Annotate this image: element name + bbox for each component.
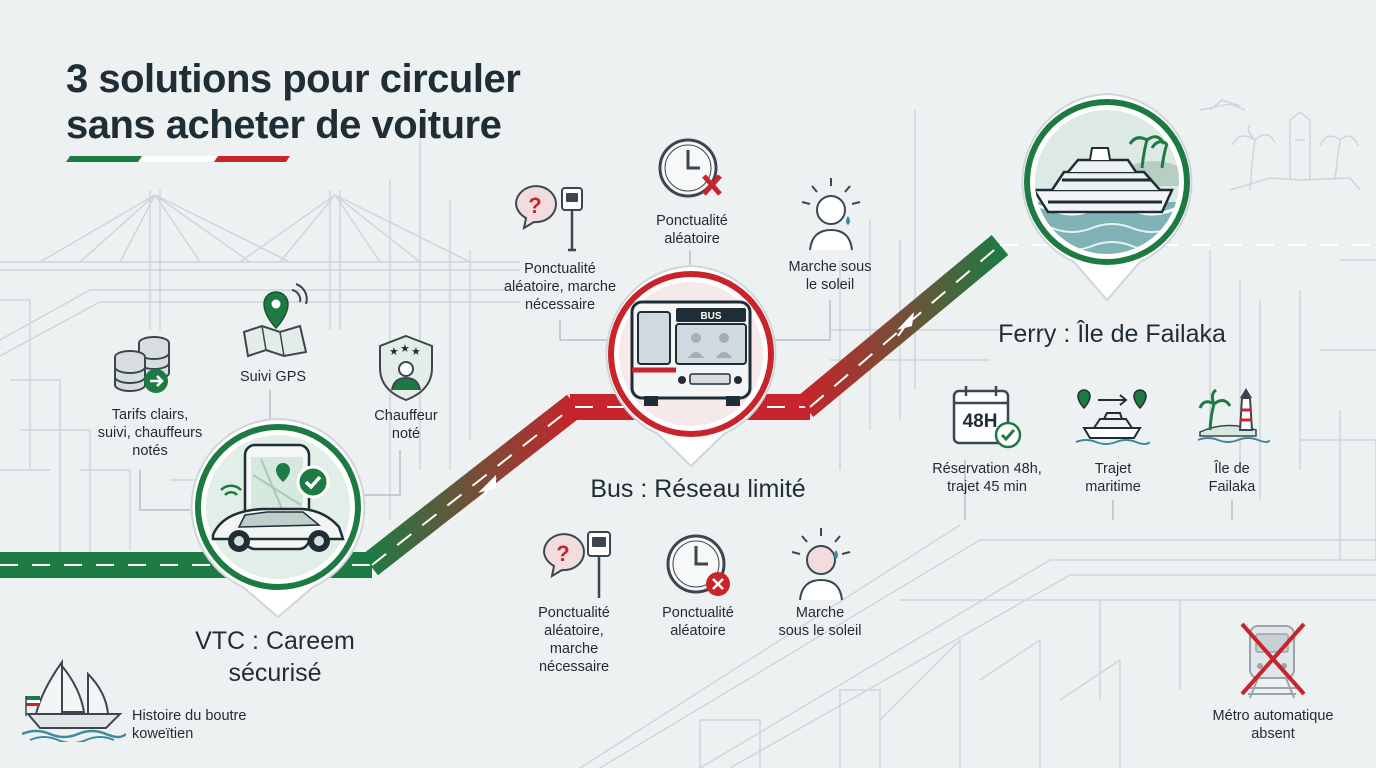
bus-badge-text: BUS bbox=[700, 311, 721, 322]
island-lighthouse-icon bbox=[1197, 388, 1270, 443]
title-line-1: 3 solutions pour circuler bbox=[66, 57, 521, 101]
metro-label: Métro automatique absent bbox=[1188, 707, 1358, 743]
vtc-chauffeur-line1: Chauffeur bbox=[374, 408, 438, 424]
ferry-trajet-line2: maritime bbox=[1085, 479, 1141, 495]
bus-top-item2-line1: Ponctualité bbox=[656, 213, 728, 229]
bus-bottom-item3-line2: sous le soleil bbox=[778, 623, 862, 639]
reservation-badge: 48H bbox=[963, 411, 998, 432]
metro-line1: Métro automatique bbox=[1212, 708, 1334, 724]
svg-text:★: ★ bbox=[400, 342, 410, 355]
title-line-2: sans acheter de voiture bbox=[66, 103, 502, 147]
vtc-chauffeur-line2: noté bbox=[391, 426, 421, 442]
bus-bottom-item3-label: Marche sous le soleil bbox=[760, 604, 880, 640]
map-pin-icon bbox=[242, 283, 308, 358]
vtc-heading-line2: sécurisé bbox=[228, 659, 322, 687]
bus-top-item1-line1: Ponctualité bbox=[524, 261, 596, 277]
boutre-label: Histoire du boutre koweïtien bbox=[132, 707, 292, 743]
bus-top-item1-line3: nécessaire bbox=[524, 297, 596, 313]
calendar-check-icon: 48H bbox=[952, 386, 1022, 449]
ferry-reservation-label: Réservation 48h, trajet 45 min bbox=[912, 460, 1062, 496]
vtc-tarifs-line1: Tarifs clairs, bbox=[111, 407, 189, 423]
bus-top-item3-line2: le soleil bbox=[805, 277, 855, 293]
svg-text:?: ? bbox=[556, 541, 569, 566]
sun-sweat-person-icon bbox=[801, 178, 861, 251]
bus-bottom-item2-line2: aléatoire bbox=[670, 623, 726, 639]
coins-arrow-icon bbox=[114, 336, 170, 393]
vtc-tarifs-line2: suivi, chauffeurs bbox=[97, 425, 203, 441]
ferry-trajet-label: Trajet maritime bbox=[1063, 460, 1163, 496]
bus-bottom-item1-label: Ponctualité aléatoire, marche nécessaire bbox=[514, 604, 634, 676]
ferry-ile-line2: Failaka bbox=[1208, 479, 1256, 495]
ferry-ile-label: Île de Failaka bbox=[1182, 460, 1282, 496]
bus-bottom-item2-line1: Ponctualité bbox=[662, 605, 734, 621]
vtc-tarifs-label: Tarifs clairs, suivi, chauffeurs notés bbox=[70, 406, 230, 460]
bus-top-item2-label: Ponctualité aléatoire bbox=[632, 212, 752, 248]
bus-top-item1-line2: aléatoire, marche bbox=[503, 279, 617, 295]
clock-cross-icon bbox=[658, 138, 722, 198]
question-bus-stop-icon: ? bbox=[542, 531, 611, 598]
vtc-gps-label: Suivi GPS bbox=[218, 368, 328, 386]
vtc-heading-line1: VTC : Careem bbox=[195, 627, 355, 655]
rated-driver-shield-icon: ★★★ bbox=[379, 334, 433, 402]
bus-pin-icon: BUS bbox=[605, 264, 777, 468]
svg-text:?: ? bbox=[528, 193, 541, 218]
vtc-tarifs-line3: notés bbox=[132, 443, 168, 459]
svg-text:★: ★ bbox=[389, 345, 399, 358]
dhow-boat-icon bbox=[22, 658, 126, 742]
boutre-line1: Histoire du boutre bbox=[132, 708, 247, 724]
boat-route-icon bbox=[1075, 389, 1150, 445]
bus-bottom-item3-line1: Marche bbox=[795, 605, 845, 621]
bus-bottom-item1-line3: marche bbox=[549, 641, 599, 657]
vtc-gps-text: Suivi GPS bbox=[239, 369, 307, 385]
bus-bottom-item2-label: Ponctualité aléatoire bbox=[638, 604, 758, 640]
ferry-pin-icon bbox=[1021, 92, 1193, 302]
ferry-ile-line1: Île de bbox=[1214, 461, 1250, 477]
bus-bottom-item1-line1: Ponctualité bbox=[538, 605, 610, 621]
bus-top-item3-line1: Marche sous bbox=[788, 259, 872, 275]
bus-heading: Bus : Réseau limité bbox=[590, 475, 806, 503]
sun-sweat-person-icon bbox=[791, 528, 851, 601]
bus-top-item2-line2: aléatoire bbox=[664, 231, 720, 247]
vtc-pin-icon bbox=[190, 417, 366, 619]
svg-text:★: ★ bbox=[411, 345, 421, 358]
metro-line2: absent bbox=[1251, 726, 1295, 742]
ferry-reservation-line2: trajet 45 min bbox=[947, 479, 1027, 495]
clock-cross-icon bbox=[666, 534, 730, 596]
page-title: 3 solutions pour circuler sans acheter d… bbox=[66, 56, 521, 148]
crossed-metro-icon bbox=[1240, 622, 1306, 699]
vtc-heading: VTC : Careem sécurisé bbox=[170, 625, 380, 689]
ferry-trajet-line1: Trajet bbox=[1094, 461, 1132, 477]
bus-top-item3-label: Marche sous le soleil bbox=[770, 258, 890, 294]
boutre-line2: koweïtien bbox=[132, 726, 194, 742]
ferry-reservation-line1: Réservation 48h, bbox=[932, 461, 1042, 477]
bus-top-item1-label: Ponctualité aléatoire, marche nécessaire bbox=[470, 260, 650, 314]
title-underline bbox=[66, 156, 290, 162]
vtc-chauffeur-label: Chauffeur noté bbox=[356, 407, 456, 443]
bus-bottom-item1-line2: aléatoire, bbox=[544, 623, 604, 639]
question-bus-stop-icon: ? bbox=[514, 185, 583, 252]
bus-bottom-item1-line4: nécessaire bbox=[538, 659, 610, 675]
ferry-heading: Ferry : Île de Failaka bbox=[998, 320, 1226, 348]
